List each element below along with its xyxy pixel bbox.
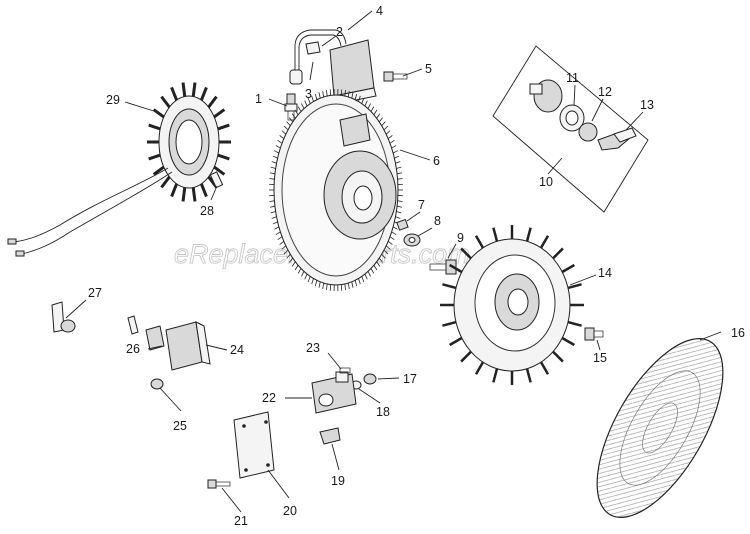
callout-8: 8 bbox=[434, 214, 441, 228]
callout-22: 22 bbox=[262, 391, 276, 405]
callout-20: 20 bbox=[283, 504, 297, 518]
callout-11: 11 bbox=[566, 71, 579, 85]
callout-5: 5 bbox=[425, 62, 432, 76]
part-grass-screen[interactable] bbox=[572, 319, 748, 534]
callout-27: 27 bbox=[88, 286, 102, 300]
part-connector[interactable] bbox=[127, 315, 165, 351]
part-washer-8[interactable] bbox=[403, 233, 421, 247]
callout-17: 17 bbox=[403, 372, 417, 386]
part-clamp[interactable] bbox=[51, 301, 76, 333]
callout-28: 28 bbox=[200, 204, 214, 218]
callout-12: 12 bbox=[598, 85, 612, 99]
part-rectifier[interactable] bbox=[311, 371, 357, 414]
callout-labels: 1 2 3 4 5 6 7 8 9 10 11 12 13 14 15 16 1… bbox=[88, 4, 745, 528]
part-screw-15[interactable] bbox=[584, 327, 604, 341]
callout-2: 2 bbox=[336, 25, 343, 39]
part-screw-21[interactable] bbox=[207, 479, 231, 489]
callout-6: 6 bbox=[433, 154, 440, 168]
part-flywheel[interactable] bbox=[269, 89, 403, 291]
part-screw-25[interactable] bbox=[150, 378, 164, 390]
callout-9: 9 bbox=[457, 231, 464, 245]
part-spark-plug[interactable] bbox=[284, 93, 298, 121]
part-fan[interactable] bbox=[440, 225, 584, 385]
part-stator[interactable] bbox=[7, 82, 231, 257]
callout-29: 29 bbox=[106, 93, 120, 107]
callout-1: 1 bbox=[255, 92, 262, 106]
callout-15: 15 bbox=[593, 351, 607, 365]
part-ignition-coil[interactable] bbox=[289, 29, 377, 105]
callout-24: 24 bbox=[230, 343, 244, 357]
part-bolt-5[interactable] bbox=[383, 71, 408, 82]
part-nut-17[interactable] bbox=[363, 373, 377, 385]
part-clip-19[interactable] bbox=[319, 427, 341, 445]
callout-4: 4 bbox=[376, 4, 383, 18]
part-switch-assembly[interactable] bbox=[492, 45, 649, 213]
part-clip-2[interactable] bbox=[305, 41, 321, 55]
callout-3: 3 bbox=[305, 87, 312, 101]
callout-7: 7 bbox=[418, 198, 425, 212]
callout-10: 10 bbox=[539, 175, 553, 189]
callout-19: 19 bbox=[331, 474, 345, 488]
part-screw-28[interactable] bbox=[209, 171, 224, 189]
callout-13: 13 bbox=[640, 98, 654, 112]
callout-21: 21 bbox=[234, 514, 248, 528]
callout-18: 18 bbox=[376, 405, 390, 419]
callout-23: 23 bbox=[306, 341, 320, 355]
callout-25: 25 bbox=[173, 419, 187, 433]
callout-14: 14 bbox=[598, 266, 612, 280]
callout-16: 16 bbox=[731, 326, 745, 340]
part-regulator[interactable] bbox=[165, 321, 211, 371]
callout-26: 26 bbox=[126, 342, 140, 356]
leader-lines bbox=[65, 10, 722, 513]
part-key-7[interactable] bbox=[396, 218, 409, 231]
part-screw-23[interactable] bbox=[339, 367, 351, 374]
part-plate[interactable] bbox=[233, 411, 275, 479]
